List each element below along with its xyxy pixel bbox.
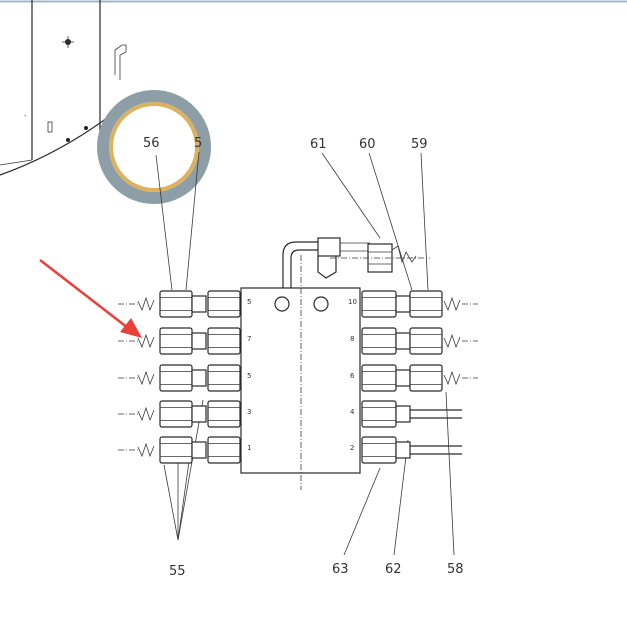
callout-60: 60 [359,137,376,152]
callout-59: 59 [411,137,428,152]
port-number-right-4: 4 [350,408,355,416]
port-number-left-5: 1 [247,444,251,452]
port-number-right-1: 10 [348,298,357,306]
fitting-row-4 [118,400,462,428]
port-number-right-3: 6 [350,372,355,380]
port-number-right-2: 8 [350,335,354,343]
callout-56: 56 [143,136,160,151]
callout-58: 58 [447,562,464,577]
port-number-left-2: 7 [247,335,251,343]
fitting-row-2 [118,327,478,355]
fitting-row-3 [118,364,478,392]
port-number-left-4: 3 [247,408,251,416]
svg-text:-: - [24,112,27,120]
fitting-row-5 [118,436,462,464]
pointer-arrow [39,259,142,338]
callout-5: 5 [194,136,202,151]
leader-lines [155,151,455,556]
port-numbers: 5 7 5 3 1 10 8 6 4 2 [247,298,357,452]
callout-61: 61 [310,137,327,152]
highlight-ring [97,90,211,204]
callout-63: 63 [332,562,349,577]
fittings-group [118,290,478,464]
callout-62: 62 [385,562,402,577]
manifold-block [240,237,430,490]
fitting-row-1 [118,290,478,318]
port-number-left-1: 5 [247,298,251,306]
port-number-left-3: 5 [247,372,251,380]
callout-55: 55 [169,564,186,579]
port-number-right-5: 2 [350,444,354,452]
